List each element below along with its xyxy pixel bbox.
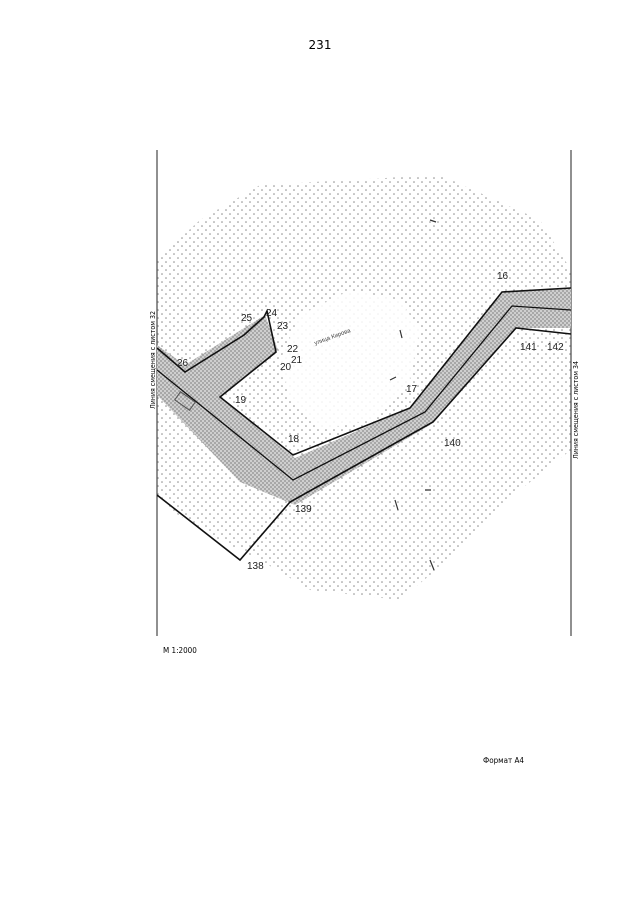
format-label: Формат А4 bbox=[483, 756, 524, 765]
point-label-18: 18 bbox=[288, 434, 300, 445]
terrain-marks bbox=[389, 219, 437, 571]
shaded-zone-band bbox=[157, 288, 571, 505]
point-label-141: 141 bbox=[520, 342, 537, 353]
boundary-upper bbox=[156, 287, 572, 456]
structure-mark bbox=[174, 391, 196, 411]
point-label-25: 25 bbox=[241, 313, 253, 324]
open-area bbox=[280, 290, 420, 430]
point-label-22: 22 bbox=[287, 344, 299, 355]
scale-label: М 1:2000 bbox=[163, 646, 197, 655]
point-label-24: 24 bbox=[266, 308, 278, 319]
point-label-139: 139 bbox=[295, 504, 312, 515]
point-label-19: 19 bbox=[235, 395, 247, 406]
point-label-26: 26 bbox=[177, 358, 189, 369]
point-label-21: 21 bbox=[291, 355, 303, 366]
left-match-line-label: Линия смещения с листом 32 bbox=[149, 310, 157, 410]
boundary-middle bbox=[156, 305, 572, 481]
cadastral-map: улица Кирова 16 17 18 19 20 21 22 23 24 … bbox=[156, 150, 572, 636]
boundary-lower bbox=[156, 327, 572, 562]
point-label-20: 20 bbox=[280, 362, 292, 373]
point-label-16: 16 bbox=[497, 271, 509, 282]
page-number: 231 bbox=[308, 38, 332, 52]
point-label-23: 23 bbox=[277, 321, 289, 332]
point-label-140: 140 bbox=[444, 438, 461, 449]
point-label-138: 138 bbox=[247, 561, 264, 572]
point-label-142: 142 bbox=[547, 342, 564, 353]
right-match-line-label: Линия смещения с листом 34 bbox=[572, 360, 580, 460]
point-label-17: 17 bbox=[406, 384, 418, 395]
